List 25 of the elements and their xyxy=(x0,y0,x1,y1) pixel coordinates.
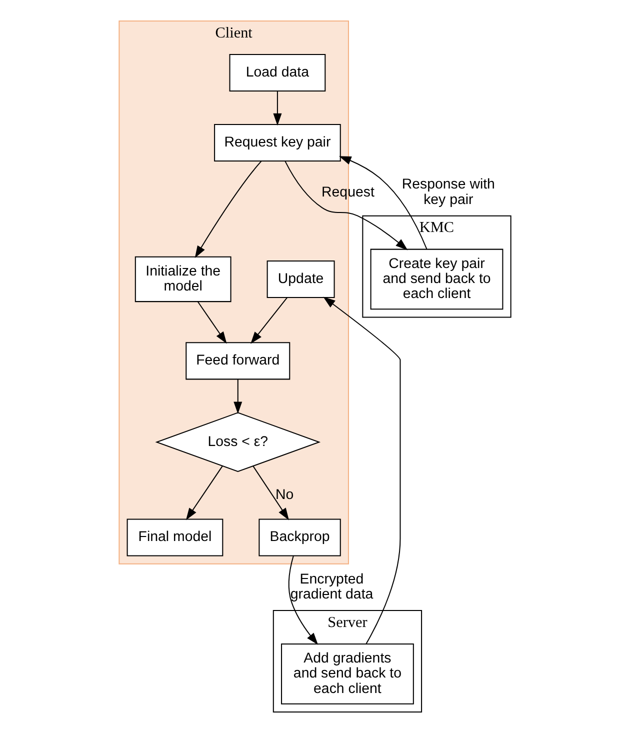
node-box: Initialize the model xyxy=(134,256,232,302)
arrow xyxy=(273,91,282,126)
arrow xyxy=(194,160,262,258)
node-box: Create key pair and send back to each client xyxy=(370,248,504,310)
node-box: Load data xyxy=(229,54,326,92)
edge-label: No xyxy=(275,487,294,504)
edge-label: Encrypted gradient data xyxy=(290,571,374,603)
arrow xyxy=(250,297,288,344)
arrow xyxy=(284,160,408,250)
arrow xyxy=(252,466,289,520)
node-box: Add gradients and send back to each client xyxy=(281,644,414,704)
node-box: Backprop xyxy=(258,518,341,556)
arrow xyxy=(323,296,401,644)
node-box: Update xyxy=(266,260,335,298)
arrow xyxy=(338,156,428,250)
arrow xyxy=(234,380,242,414)
edge-label: Response with key pair xyxy=(402,176,495,208)
arrow xyxy=(288,556,318,645)
arrow xyxy=(197,301,227,344)
node-diamond: Loss < ε? xyxy=(155,412,321,472)
edge-label: Request xyxy=(322,184,374,200)
node-box: Final model xyxy=(126,518,224,556)
node-box: Feed forward xyxy=(186,342,290,380)
node-box: Request key pair xyxy=(214,124,341,162)
arrow xyxy=(186,466,223,520)
